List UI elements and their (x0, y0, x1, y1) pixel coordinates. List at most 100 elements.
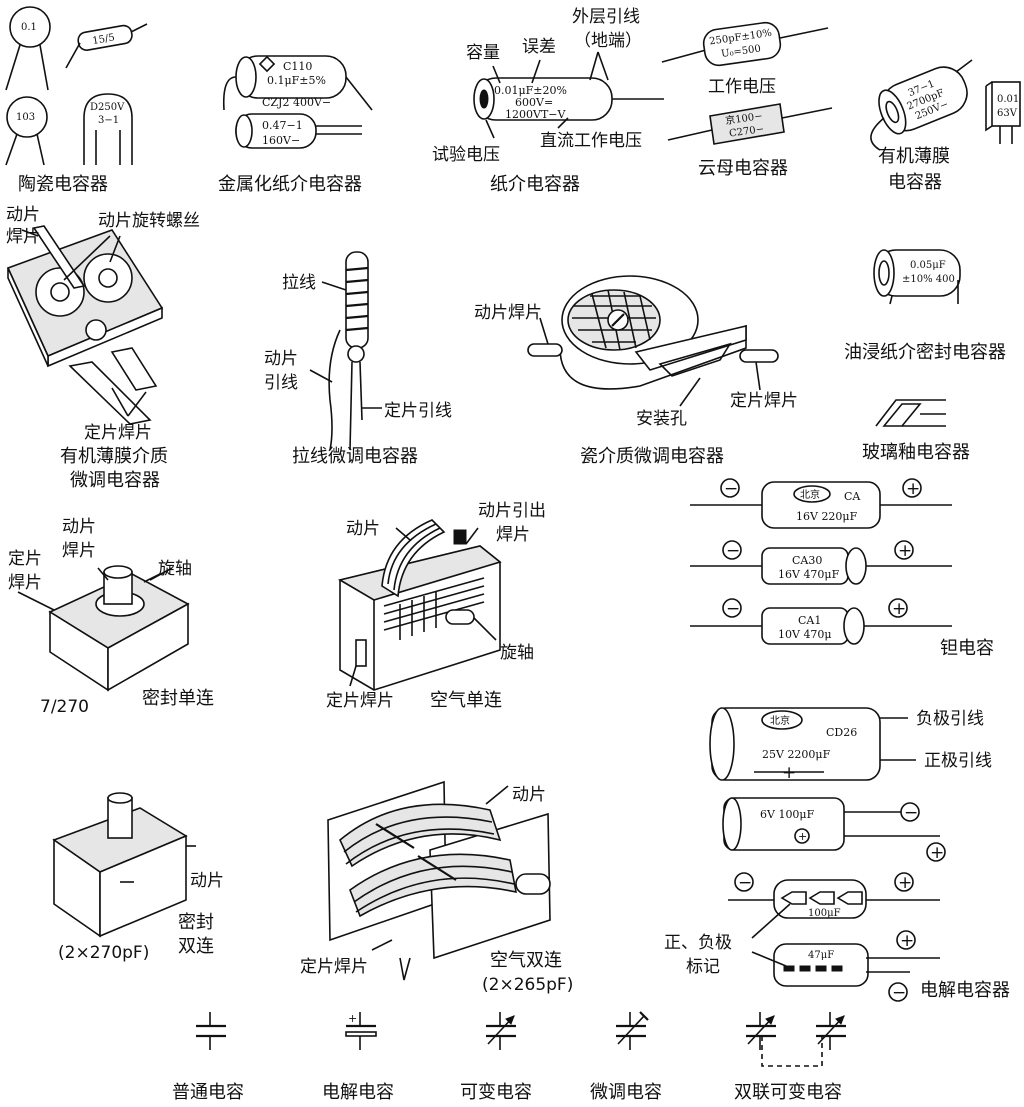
mica-caption: 云母电容器 (698, 158, 788, 179)
ceramic-mark-2: 103 (16, 112, 35, 123)
tantalum-c2-model: CA30 (792, 554, 822, 567)
tantalum-c3-pos: + (892, 599, 906, 619)
paper-dc-voltage-label: 直流工作电压 (540, 131, 642, 151)
electrolytic-e4-neg: − (892, 983, 906, 1003)
electrolytic-neg-lead-label: 负极引线 (916, 709, 984, 729)
electrolytic-polarity-line2: 标记 (686, 957, 720, 977)
air-dual-group: 动片 定片焊片 空气双连 (2×265pF) (300, 780, 573, 995)
electrolytic-model: CD26 (826, 726, 857, 739)
electrolytic-radial-group: 47μF + − 正、负极 标记 电解电容器 (664, 903, 1010, 1003)
electrolytic-large-group: 北京 CD26 25V 2200μF + 负极引线 正极引线 (709, 707, 992, 783)
sealed-single-model: 7/270 (40, 697, 89, 717)
air-dual-spec: (2×265pF) (482, 975, 573, 995)
ceramic-mark-1: 0.1 (21, 22, 37, 33)
symbols-group: 普通电容 + 电解电容 可变电容 微调电容 (172, 1011, 846, 1103)
organic-caption-line1: 有机薄膜 (878, 146, 950, 167)
organic-mark-5: 63V (997, 108, 1018, 119)
electrolytic-6v-group: 6V 100μF + − + (722, 797, 946, 863)
working-mark-2: U₀=500 (720, 43, 761, 59)
electrolytic-e3-neg: − (738, 873, 752, 893)
ceramic-mark-3: 15/5 (92, 32, 116, 47)
organic-trim-screw-label: 动片旋转螺丝 (98, 211, 200, 231)
tantalum-caption: 钽电容 (940, 638, 994, 659)
symbol-variable-label: 可变电容 (460, 1082, 532, 1103)
wire-trim-moving-lead-line1: 动片 (264, 349, 298, 369)
oil-mark-1: 0.05μF (910, 260, 946, 271)
symbol-electrolytic-label: 电解电容 (322, 1082, 394, 1103)
mica-mark-2: C270− (728, 124, 764, 140)
electrolytic-e3-pos: + (898, 873, 912, 893)
organic-trimmer-group: 动片 焊片 动片旋转螺丝 定片焊片 有机薄膜介质 微调电容器 (6, 205, 200, 491)
air-single-group: 动片 动片引出 焊片 旋轴 定片焊片 空气单连 (326, 501, 546, 711)
tantalum-c2-pos: + (898, 541, 912, 561)
paper-caption: 纸介电容器 (490, 174, 580, 195)
organic-caption-line2: 电容器 (888, 172, 942, 193)
air-dual-caption: 空气双连 (490, 950, 562, 971)
organic-trim-moving-solder-line1: 动片 (6, 205, 40, 225)
air-dual-fixed-label: 定片焊片 (300, 957, 368, 977)
sealed-dual-moving-label: 动片 (190, 871, 224, 891)
electrolytic-polarity-line1: 正、负极 (664, 933, 732, 953)
sealed-single-moving-line2: 焊片 (62, 541, 96, 561)
paper-outer-lead-label: 外层引线 (572, 7, 640, 27)
paper-mark-3: 1200VT−V (505, 108, 566, 121)
electrolytic-e2-pos: + (930, 843, 944, 863)
electrolytic-caption: 电解电容器 (920, 980, 1010, 1001)
oil-mark-2: ±10% 400 (902, 274, 955, 285)
tantalum-c3-model: CA1 (798, 614, 821, 627)
symbol-electrolytic-plus: + (348, 1012, 357, 1025)
sealed-dual-spec: (2×270pF) (58, 943, 149, 963)
ceramic-trim-fixed-solder-label: 定片焊片 (730, 391, 798, 411)
electrolytic-plus-mark: + (782, 763, 796, 783)
organic-trim-fixed-solder-label: 定片焊片 (84, 423, 152, 443)
air-dual-moving-label: 动片 (512, 785, 546, 805)
sealed-single-shaft-label: 旋轴 (158, 559, 192, 579)
tantalum-c3-spec: 10V 470μ (778, 628, 832, 641)
ceramic-trim-caption: 瓷介质微调电容器 (580, 446, 724, 467)
air-single-moving-out-line1: 动片引出 (478, 501, 546, 521)
paper-capacitor-group: 0.01μF±20% 600V= 1200VT−V 外层引线 （地端） 容量 误… (432, 7, 664, 195)
tantalum-c1-pos: + (906, 479, 920, 499)
tantalum-c1-model: CA (844, 490, 861, 503)
working-voltage-label: 工作电压 (708, 77, 776, 97)
air-single-moving-label: 动片 (346, 519, 380, 539)
organic-trim-moving-solder-line2: 焊片 (6, 227, 40, 247)
tantalum-c2-neg: − (726, 541, 740, 561)
ceramic-trim-mount-hole-label: 安装孔 (636, 409, 687, 429)
sealed-single-group: 动片 焊片 定片 焊片 旋轴 7/270 密封单连 (8, 517, 214, 717)
paper-test-voltage-label: 试验电压 (432, 145, 500, 165)
glass-glaze-capacitor-group: 玻璃釉电容器 (862, 399, 970, 463)
wire-trim-caption: 拉线微调电容器 (292, 446, 418, 467)
paper-mark-1: 0.01μF±20% (494, 84, 567, 97)
metallized-mark-3: CZJ2 400V− (262, 96, 331, 109)
ceramic-capacitor-group: 0.1 103 15/5 D250V 3−1 陶瓷电容器 (5, 6, 148, 195)
electrolytic-pos-lead-label: 正极引线 (924, 751, 992, 771)
sealed-single-moving-line1: 动片 (62, 517, 96, 537)
wire-trim-moving-lead-line2: 引线 (264, 373, 298, 393)
air-single-caption: 空气单连 (430, 690, 502, 711)
tantalum-brand-1: 北京 (800, 488, 820, 501)
glass-caption: 玻璃釉电容器 (862, 442, 970, 463)
tantalum-c1-neg: − (724, 479, 738, 499)
mica-capacitor-group: 250pF±10% U₀=500 工作电压 京100− C270− 云母电容器 (661, 21, 833, 179)
organic-mark-4: 0.01 (997, 94, 1019, 105)
sealed-dual-group: 动片 密封 双连 (2×270pF) (52, 792, 224, 963)
metallized-mark-5: 160V− (262, 134, 300, 147)
sealed-dual-caption-line2: 双连 (178, 936, 214, 957)
sealed-single-caption: 密封单连 (142, 688, 214, 709)
electrolytic-e4-spec: 47μF (808, 950, 834, 961)
metallized-caption: 金属化纸介电容器 (218, 174, 362, 195)
paper-ground-label: （地端） (574, 31, 642, 51)
ceramic-caption: 陶瓷电容器 (18, 174, 108, 195)
metallized-capacitor-group: C110 0.1μF±5% CZJ2 400V− 0.47−1 160V− 金属… (218, 55, 373, 195)
electrolytic-spec: 25V 2200μF (762, 748, 831, 761)
paper-mark-2: 600V= (515, 96, 553, 109)
wire-trimmer-group: 拉线 动片 引线 定片引线 拉线微调电容器 (264, 251, 452, 467)
ceramic-trim-moving-solder-label: 动片焊片 (474, 303, 542, 323)
oil-caption: 油浸纸介密封电容器 (844, 342, 1006, 363)
electrolytic-e2-neg: − (904, 803, 918, 823)
symbol-normal-label: 普通电容 (172, 1082, 244, 1103)
metallized-mark-2: 0.1μF±5% (267, 74, 326, 87)
ceramic-mark-4: D250V (90, 102, 125, 113)
